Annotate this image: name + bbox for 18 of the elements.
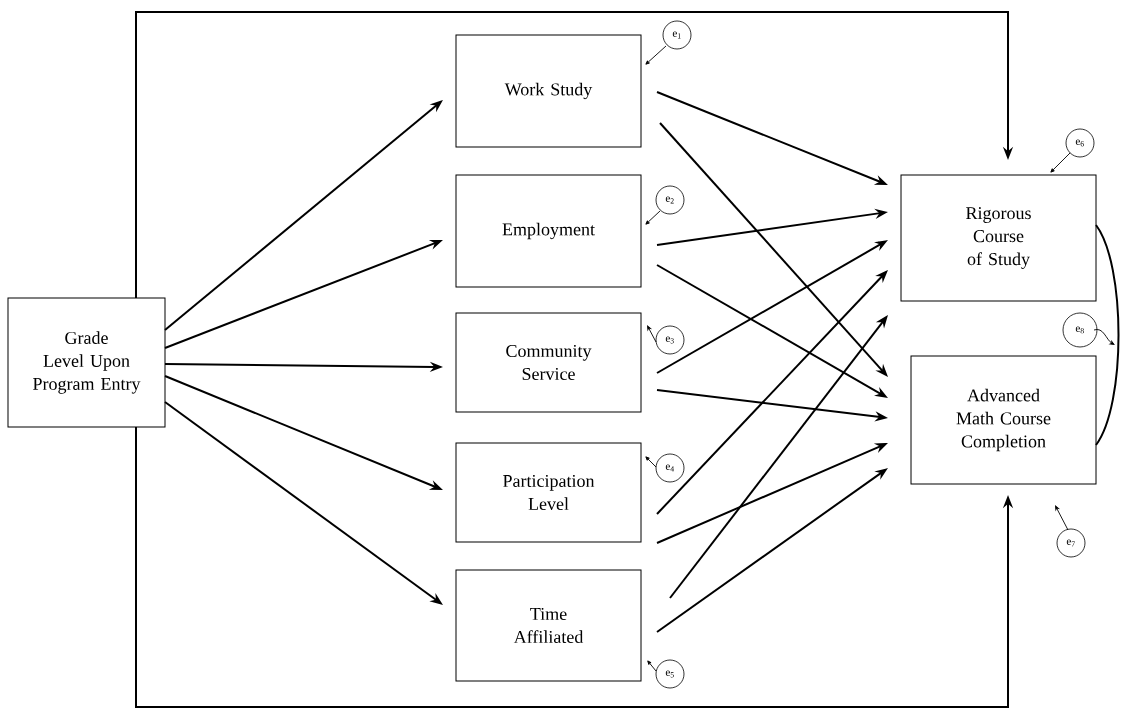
error-arrow <box>645 456 657 468</box>
error-arrow <box>1093 329 1115 345</box>
variable-box: Grade Level Upon Program Entry <box>7 297 166 428</box>
variable-box: Community Service <box>455 312 642 413</box>
variable-box: Employment <box>455 174 642 288</box>
variable-box: Advanced Math Course Completion <box>910 355 1097 485</box>
variable-box: Work Study <box>455 34 642 148</box>
error-arrow <box>1050 152 1071 173</box>
error-arrow <box>647 660 657 672</box>
variable-box: Time Affiliated <box>455 569 642 682</box>
path-arrow <box>135 11 1014 299</box>
correlation-curve <box>1095 224 1120 446</box>
error-arrow <box>645 210 661 225</box>
error-arrow <box>1055 505 1069 531</box>
variable-box: Participation Level <box>455 442 642 543</box>
error-arrow <box>647 325 657 343</box>
error-arrow <box>645 45 667 65</box>
variable-box: Rigorous Course of Study <box>900 174 1097 302</box>
